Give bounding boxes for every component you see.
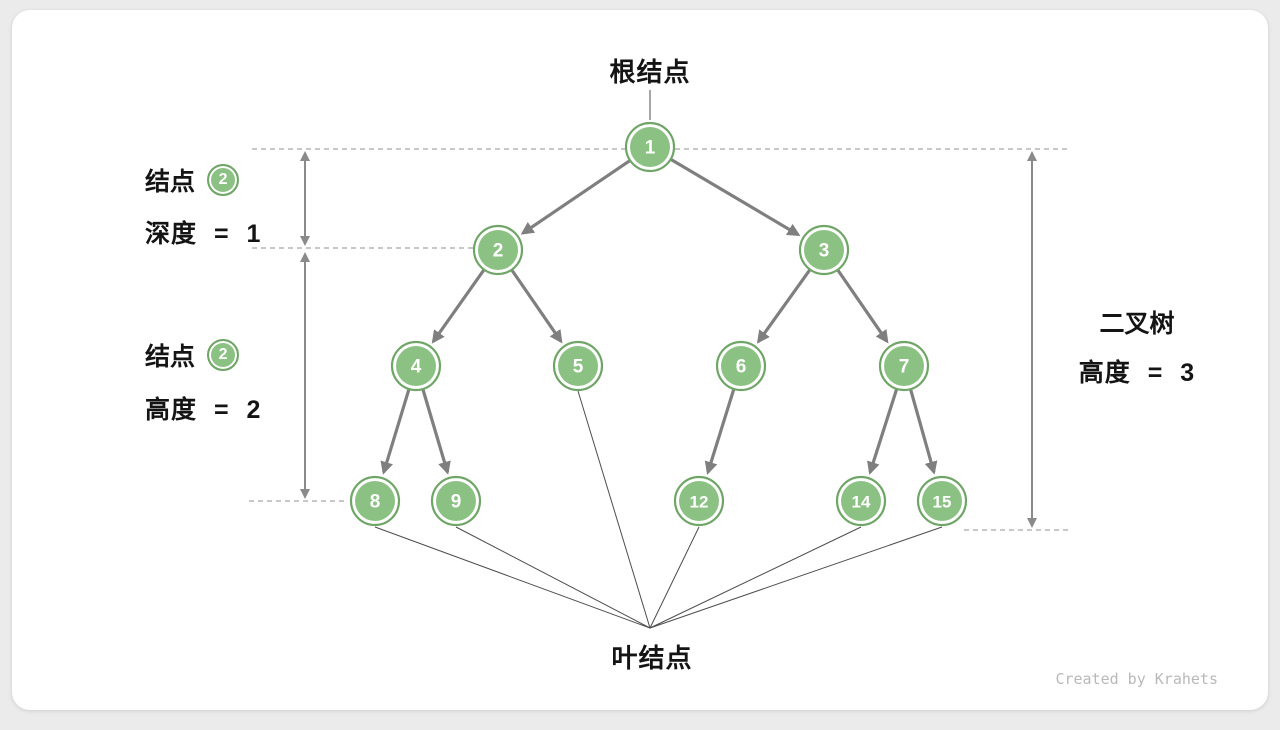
tree-node-8: 8	[349, 475, 401, 527]
tree-edge	[510, 268, 563, 344]
tree-node-14: 14	[835, 475, 887, 527]
node-height-annotation-row: 结点 2	[145, 337, 240, 373]
tree-node-value: 3	[819, 241, 830, 262]
tree-edge	[867, 388, 899, 475]
tree-edge	[421, 388, 451, 475]
node-height-prefix-label: 结点	[145, 343, 196, 371]
tree-edge	[908, 388, 938, 475]
tree-node-2: 2	[472, 224, 524, 276]
leaf-pointer-line	[649, 526, 700, 629]
root-node-label: 根结点	[609, 57, 691, 87]
leaf-pointer-line	[374, 526, 651, 629]
tree-node-value: 7	[899, 357, 910, 378]
tree-node-4: 4	[390, 340, 442, 392]
tree-node-3: 3	[798, 224, 850, 276]
tree-node-value: 9	[451, 492, 462, 513]
tree-edge	[836, 268, 889, 344]
tree-node-6: 6	[715, 340, 767, 392]
tree-edge	[704, 388, 736, 475]
node-depth-value-label: 深度 = 1	[145, 220, 262, 248]
tree-node-15: 15	[916, 475, 968, 527]
tree-height-annotation: 二叉树 高度 = 3	[1072, 304, 1202, 389]
tree-node-value: 6	[736, 357, 747, 378]
tree-node-12: 12	[673, 475, 725, 527]
leaf-pointer-line	[577, 390, 651, 629]
node-2-badge: 2	[207, 164, 240, 196]
leaf-pointer-line	[455, 526, 651, 629]
tree-edge	[756, 268, 812, 344]
node-depth-prefix-label: 结点	[145, 168, 196, 196]
tree-node-value: 12	[690, 493, 709, 512]
tree-node-5: 5	[552, 340, 604, 392]
tree-node-value: 4	[411, 357, 422, 378]
tree-height-value-label: 高度 = 3	[1078, 359, 1196, 387]
tree-node-7: 7	[878, 340, 930, 392]
tree-node-1: 1	[624, 121, 676, 173]
node-depth-annotation-row: 结点 2	[145, 162, 240, 198]
tree-node-value: 2	[493, 241, 504, 262]
leaf-pointer-line	[649, 526, 862, 629]
tree-node-value: 5	[573, 357, 584, 378]
leaf-node-label: 叶结点	[611, 643, 693, 673]
node-2-badge: 2	[207, 339, 240, 371]
node-height-value-label: 高度 = 2	[145, 396, 262, 424]
tree-node-value: 15	[933, 493, 952, 512]
tree-edge	[669, 157, 801, 237]
tree-edge	[380, 388, 411, 475]
leaf-pointer-line	[649, 526, 943, 629]
tree-node-9: 9	[430, 475, 482, 527]
tree-height-title-label: 二叉树	[1099, 310, 1175, 338]
watermark-credit: Created by Krahets	[1055, 670, 1218, 688]
tree-edge	[520, 159, 632, 235]
tree-node-value: 1	[645, 138, 656, 159]
tree-node-value: 14	[852, 493, 871, 512]
tree-node-value: 8	[370, 492, 381, 513]
tree-edge	[431, 268, 486, 344]
